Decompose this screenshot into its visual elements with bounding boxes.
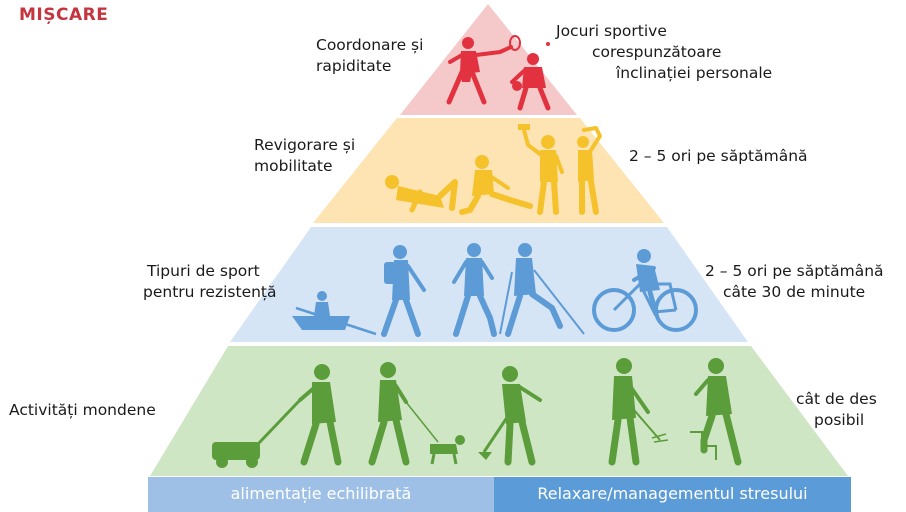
rowing-icon [292,291,377,336]
label-frequency-4: cât de des posibil [796,390,877,429]
label-endurance: Tipuri de sport pentru rezistență [143,262,277,301]
raking-icon [608,358,669,466]
sitting-stretch-icon [459,155,533,215]
footer-nutrition: alimentație echilibrată [148,477,494,512]
label-frequency-2: 2 – 5 ori pe săptămână [629,147,808,165]
lawn-mowing-icon [212,364,342,468]
label-revigoration: Revigorare și mobilitate [254,136,356,175]
page-title: MIȘCARE [19,5,109,25]
running-icon [452,243,497,337]
stairs-icon [690,358,742,466]
tier-third [230,227,748,342]
label-coordination: Coordonare și rapiditate [316,36,424,75]
hiking-icon [381,245,426,337]
tennis-player-icon [446,35,521,105]
footer-relaxation: Relaxare/managementul stresului [494,477,851,512]
nordic-walking-icon [499,243,585,337]
cycling-icon [592,249,698,332]
dog-walking-icon [368,362,465,466]
label-sport-games: Jocuri sportive corespunzătoare înclinaț… [556,22,773,82]
dumbbell-icon [518,124,564,215]
side-stretch-icon [577,126,602,215]
ball-player-icon [510,42,551,111]
sweeping-icon [478,366,542,466]
tier-top [400,4,577,115]
lying-stretch-icon [385,175,458,213]
label-frequency-3: 2 – 5 ori pe săptămână câte 30 de minute [705,262,884,301]
label-daily-activities: Activități mondene [9,401,156,419]
